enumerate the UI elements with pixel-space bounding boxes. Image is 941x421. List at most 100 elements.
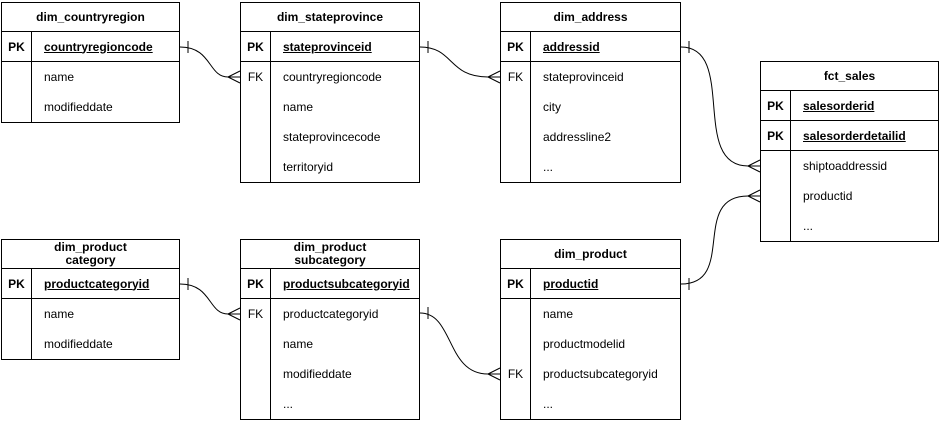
field-name: countryregioncode (44, 39, 153, 54)
key-cell-empty (501, 329, 531, 359)
fk-label: FK (241, 299, 271, 329)
field-name: productsubcategoryid (283, 276, 410, 291)
table-row: modifieddate (2, 92, 179, 122)
relationship-line (419, 46, 489, 78)
relationship-dim_product-fct_sales (680, 189, 761, 290)
table-row: FK stateprovinceid (501, 62, 680, 92)
pk-label: PK (761, 121, 791, 150)
field-name: shiptoaddressid (803, 159, 888, 173)
key-cell-empty (761, 151, 791, 181)
table-row: name (2, 299, 179, 329)
table-row: territoryid (241, 152, 419, 182)
table-title: dim_product subcategory (241, 240, 419, 269)
table-row: name (241, 329, 419, 359)
relationship-line (179, 283, 229, 315)
field-name: countryregioncode (283, 70, 382, 84)
field-name: productsubcategoryid (543, 367, 658, 381)
table-row: city (501, 92, 680, 122)
table-title: dim_product (501, 240, 680, 269)
table-row: shiptoaddressid (761, 151, 938, 181)
crows-foot-many-icon (227, 307, 241, 321)
crows-foot-many-icon (487, 367, 501, 381)
crows-foot-many-icon (487, 70, 501, 84)
table-row: modifieddate (241, 359, 419, 389)
table-title: dim_address (501, 3, 680, 32)
key-cell-empty (241, 92, 271, 122)
pk-label: PK (501, 269, 531, 298)
key-cell-empty (241, 122, 271, 152)
key-cell-empty (2, 62, 32, 92)
relationship-line (680, 195, 749, 285)
table-row: ... (241, 389, 419, 419)
field-name: modifieddate (44, 100, 113, 114)
field-name: salesorderid (803, 98, 875, 113)
table-row: PK addressid (501, 32, 680, 62)
key-cell-empty (501, 152, 531, 182)
relationship-line (419, 312, 489, 375)
field-name: addressline2 (543, 130, 612, 144)
table-row: ... (761, 211, 938, 241)
field-name: addressid (543, 39, 600, 54)
key-cell-empty (761, 211, 791, 241)
field-name: name (283, 337, 314, 351)
field-name: city (543, 100, 561, 114)
pk-label: PK (761, 91, 791, 120)
fk-label: FK (501, 359, 531, 389)
relationship-dim_address-fct_sales (680, 41, 761, 173)
table-row: ... (501, 152, 680, 182)
field-name: ... (803, 219, 814, 233)
field-name: ... (543, 397, 554, 411)
field-name: productmodelid (543, 337, 626, 351)
field-name: stateprovinceid (543, 70, 624, 84)
relationship-line (179, 46, 229, 78)
key-cell-empty (241, 329, 271, 359)
field-name: productid (543, 276, 599, 291)
table-row: name (241, 92, 419, 122)
relationship-dim_productcategory-dim_productsubcategory (179, 278, 241, 321)
relationship-line (680, 46, 749, 167)
field-name: stateprovinceid (283, 39, 372, 54)
field-name: modifieddate (44, 337, 113, 351)
field-name: salesorderdetailid (803, 128, 906, 143)
pk-label: PK (2, 269, 32, 298)
table-row: FK productsubcategoryid (501, 359, 680, 389)
table-row: addressline2 (501, 122, 680, 152)
table-row: name (501, 299, 680, 329)
key-cell-empty (501, 122, 531, 152)
pk-label: PK (241, 32, 271, 61)
table-row: PK salesorderid (761, 91, 938, 121)
table-row: ... (501, 389, 680, 419)
key-cell-empty (2, 329, 32, 359)
crows-foot-many-icon (747, 159, 761, 173)
table-row: PK productid (501, 269, 680, 299)
key-cell-empty (2, 299, 32, 329)
key-cell-empty (241, 359, 271, 389)
field-name: name (44, 70, 75, 84)
table-row: PK stateprovinceid (241, 32, 419, 62)
field-name: name (44, 307, 75, 321)
relationship-dim_productsubcategory-dim_product (419, 307, 501, 381)
key-cell-empty (761, 181, 791, 211)
pk-label: PK (501, 32, 531, 61)
field-name: modifieddate (283, 367, 352, 381)
crows-foot-many-icon (747, 189, 761, 203)
relationship-dim_stateprovince-dim_address (419, 41, 501, 84)
fk-label: FK (501, 62, 531, 92)
table-row: PK productsubcategoryid (241, 269, 419, 299)
table-title: dim_countryregion (2, 3, 179, 32)
pk-label: PK (241, 269, 271, 298)
field-name: territoryid (283, 160, 334, 174)
key-cell-empty (241, 152, 271, 182)
table-row: name (2, 62, 179, 92)
table-row: productmodelid (501, 329, 680, 359)
